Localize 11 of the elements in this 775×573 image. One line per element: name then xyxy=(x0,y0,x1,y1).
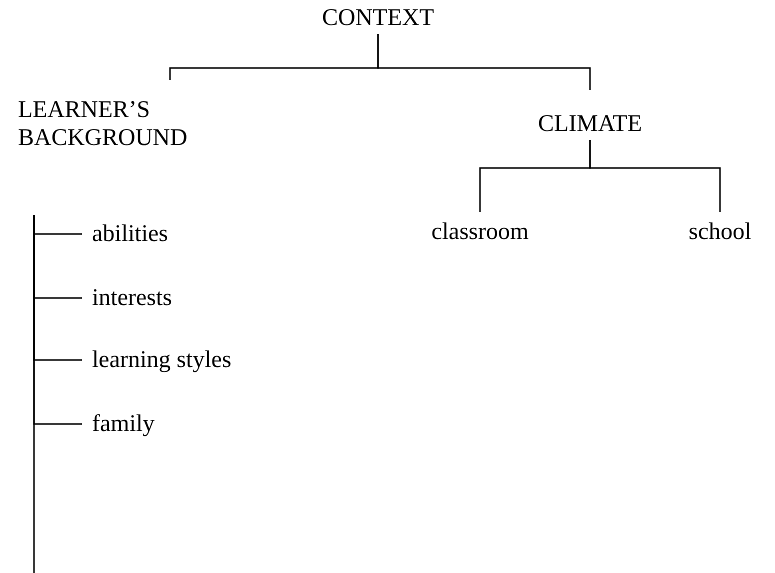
node-label: interests xyxy=(92,284,252,312)
node-label: abilities xyxy=(92,220,252,248)
node-label: LEARNER’S BACKGROUND xyxy=(18,96,248,152)
node-label: classroom xyxy=(420,218,540,246)
connector-line xyxy=(377,34,591,90)
node-label: learning styles xyxy=(92,346,292,374)
node-label: family xyxy=(92,410,252,438)
connector-line xyxy=(589,140,721,212)
node-label: CLIMATE xyxy=(520,110,660,138)
node-label: CONTEXT xyxy=(318,4,438,32)
node-label: school xyxy=(680,218,760,246)
